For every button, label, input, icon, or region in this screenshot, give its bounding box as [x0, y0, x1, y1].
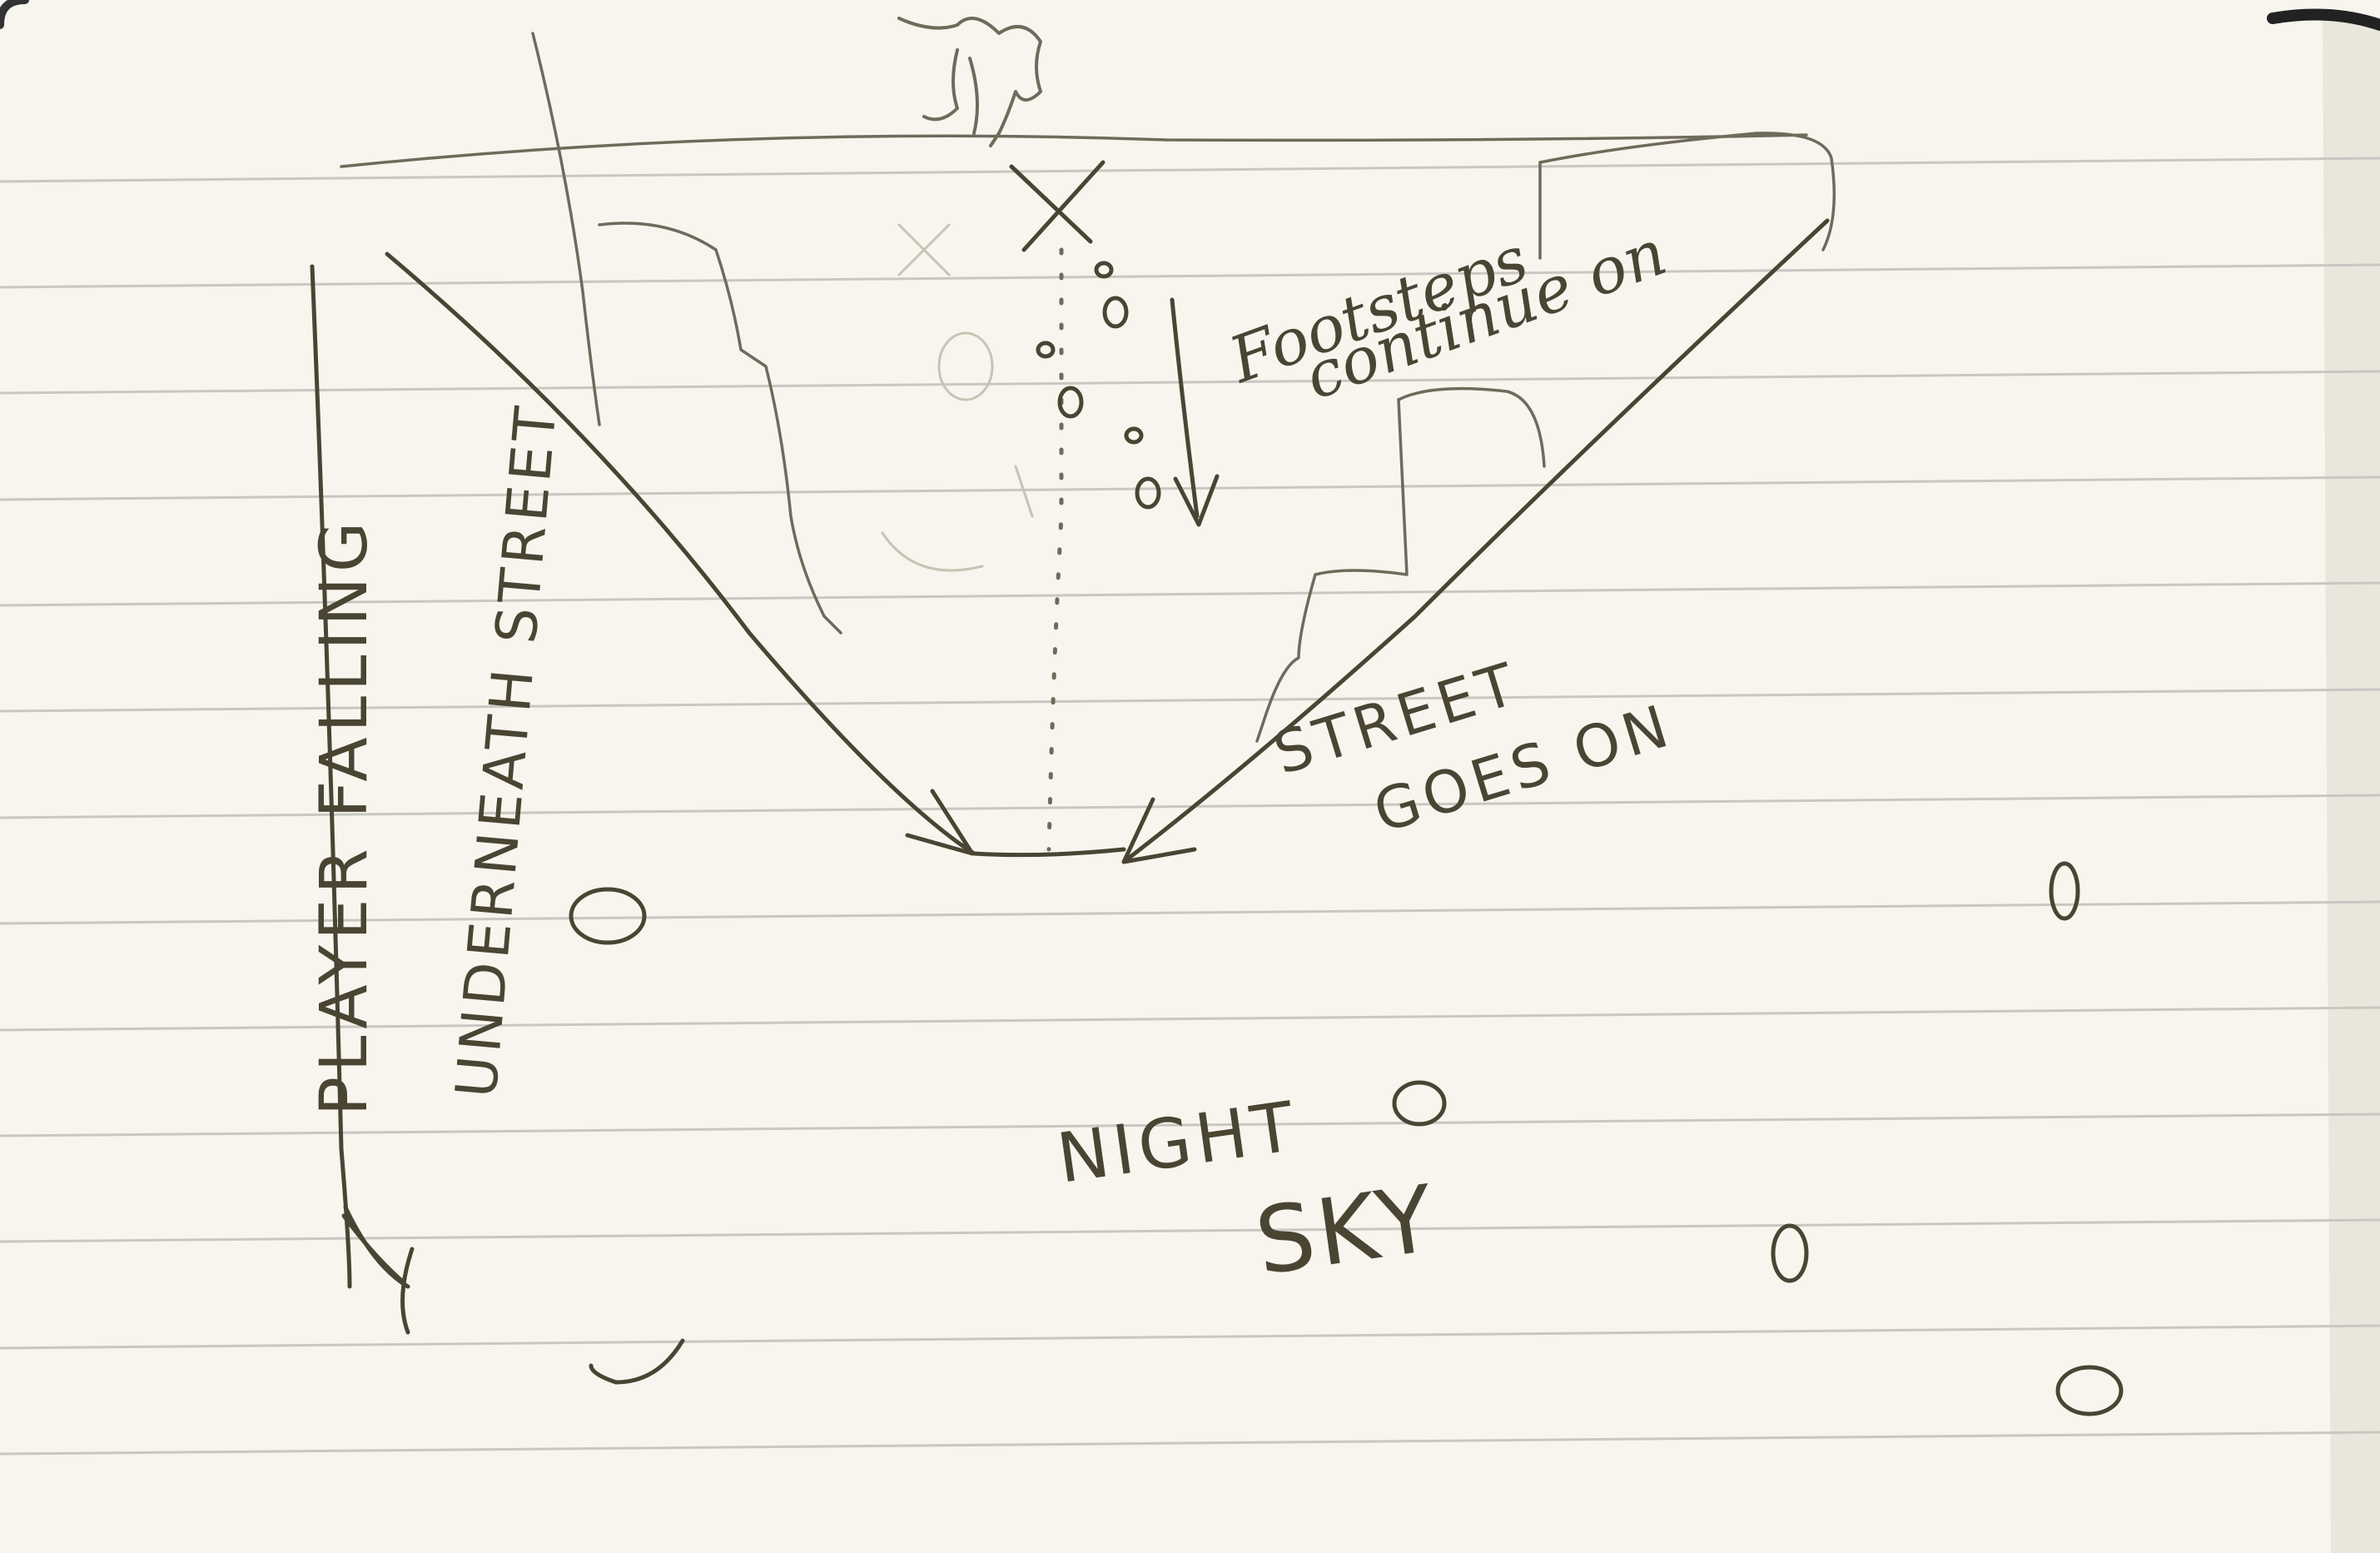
building-right-roof [1538, 132, 1836, 251]
star-icon [1392, 1080, 1447, 1127]
building-left-edge [531, 32, 601, 426]
dotted-path [1046, 247, 1064, 852]
faint-erased-sketch [881, 223, 1034, 572]
x-mark-icon [1009, 160, 1106, 252]
street-outline [340, 32, 1836, 743]
page-corner [0, 0, 29, 29]
ruled-lines [0, 157, 2380, 1456]
star-icon [2049, 861, 2080, 921]
left-arrow-line [385, 251, 976, 856]
star-icon [569, 887, 647, 945]
building-left-outline [598, 222, 842, 635]
horizon-line [340, 133, 1808, 168]
right-arrow-head [1121, 797, 1197, 864]
star-icon [1771, 1223, 1809, 1283]
footprint-icon [1036, 341, 1084, 419]
down-arrow-icon [1170, 297, 1220, 527]
star-icon [2055, 1365, 2124, 1416]
star-icon [589, 1338, 685, 1385]
right-arrow-line [1121, 218, 1830, 864]
tree-icon [897, 17, 1042, 147]
notebook-corner [2267, 8, 2380, 31]
footprints [1036, 261, 1161, 510]
footprint-icon [1124, 426, 1161, 510]
v-arrows [385, 218, 1830, 864]
label-player-falling: PLAYER FALLING [307, 517, 382, 1116]
building-right-block [1397, 386, 1546, 468]
stars [569, 861, 2124, 1416]
page-edge-shadow [2323, 17, 2380, 1553]
building-right-steps [1255, 398, 1409, 743]
footprint-icon [1094, 261, 1129, 329]
falling-arrow [310, 264, 415, 1335]
street-bottom-line [971, 847, 1126, 858]
label-sky: SKY [1250, 1165, 1443, 1296]
